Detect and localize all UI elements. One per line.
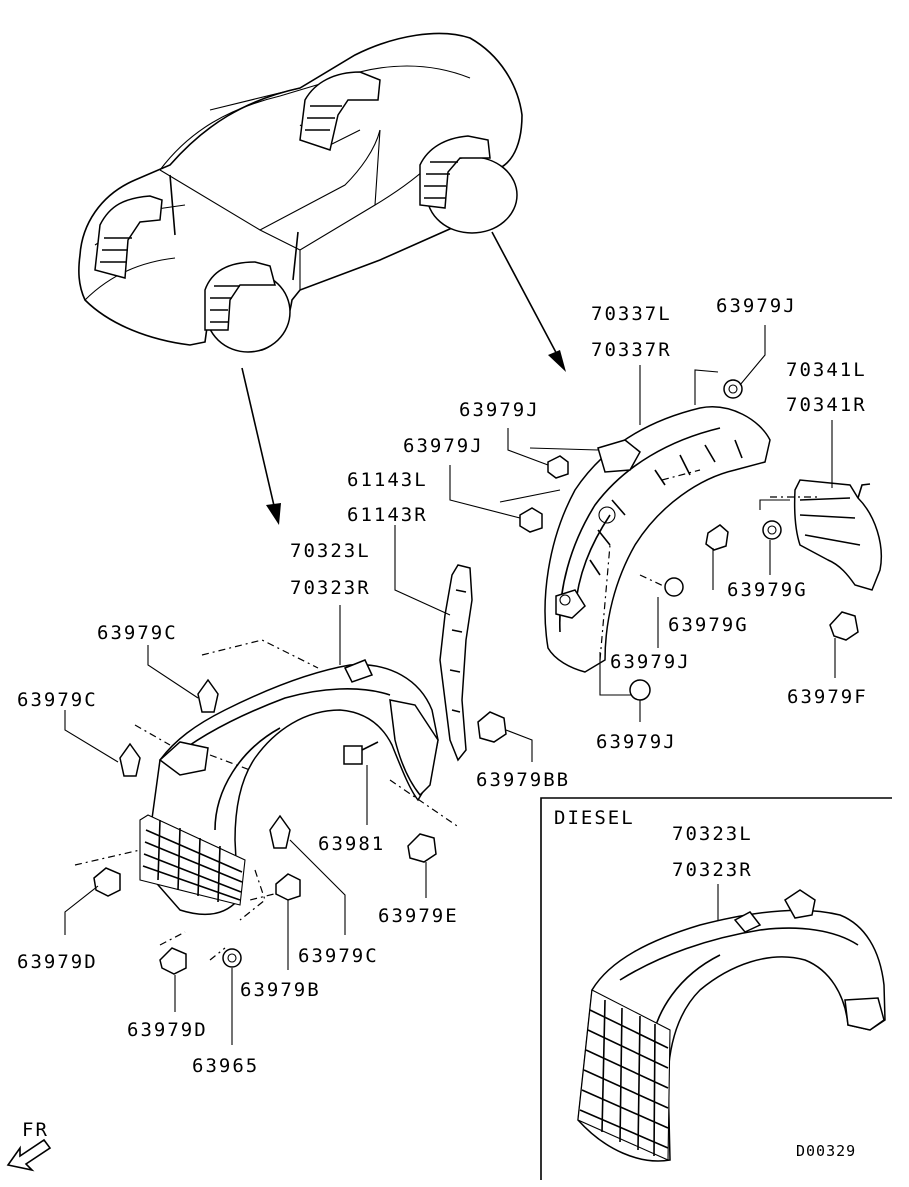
inset-label-70323R: 70323R [672, 859, 753, 881]
label-70323L: 70323L [290, 540, 371, 562]
label-63979J-c: 63979J [610, 651, 691, 673]
label-70323R: 70323R [290, 577, 371, 599]
label-63979E: 63979E [378, 905, 459, 927]
label-63979BB: 63979BB [476, 769, 570, 791]
label-63979F: 63979F [787, 686, 868, 708]
direction-arrow-icon [6, 1138, 52, 1172]
splash-shield-61143 [439, 564, 473, 762]
label-63979J-d: 63979J [596, 731, 677, 753]
label-70337L: 70337L [591, 303, 672, 325]
label-63979G-b: 63979G [668, 614, 749, 636]
rear-wheel-liner-70337 [544, 406, 771, 673]
label-63979B: 63979B [240, 979, 321, 1001]
pointer-arrows [241, 231, 566, 525]
part-labels: 70337L 70337R 63979J 70341L 70341R 63979… [17, 295, 868, 1077]
label-61143L: 61143L [347, 469, 428, 491]
label-63979D-b: 63979D [127, 1019, 208, 1041]
front-wheel-liner-70323 [74, 639, 461, 961]
label-63979J-a: 63979J [459, 399, 540, 421]
label-63981: 63981 [318, 833, 385, 855]
label-63979G-a: 63979G [727, 579, 808, 601]
label-63979C-c: 63979C [298, 945, 379, 967]
front-direction-indicator: FR [6, 1119, 52, 1172]
diagram-code: D00329 [796, 1142, 856, 1160]
label-63979J-b: 63979J [403, 435, 484, 457]
rear-mud-guard-70341 [770, 479, 883, 591]
fasteners [93, 379, 859, 975]
label-70341L: 70341L [786, 359, 867, 381]
leader-lines [64, 325, 836, 1045]
label-63965: 63965 [192, 1055, 259, 1077]
inset-label-70323L: 70323L [672, 823, 753, 845]
label-70341R: 70341R [786, 394, 867, 416]
diesel-inset: DIESEL 70323L 70323R D00329 [540, 797, 892, 1180]
label-61143R: 61143R [347, 504, 428, 526]
label-63979C-a: 63979C [97, 622, 178, 644]
label-63979J-top: 63979J [716, 295, 797, 317]
direction-label: FR [22, 1119, 49, 1141]
car-overview [78, 32, 523, 353]
inset-title: DIESEL [554, 807, 635, 829]
label-63979D-a: 63979D [17, 951, 98, 973]
label-70337R: 70337R [591, 339, 672, 361]
label-63979C-b: 63979C [17, 689, 98, 711]
